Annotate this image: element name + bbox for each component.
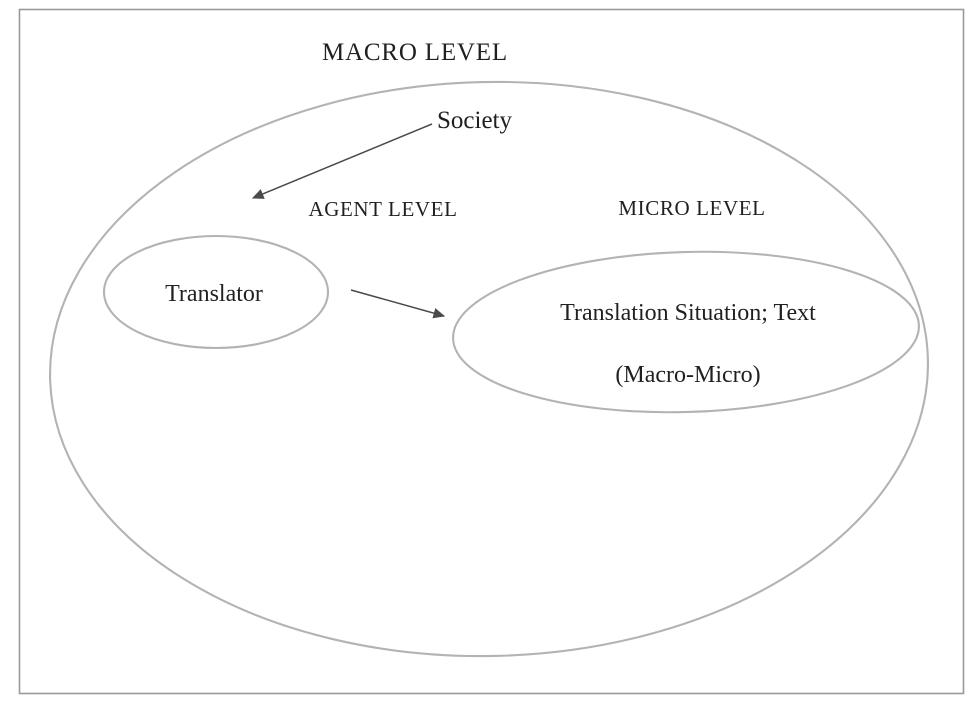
translation-situation-label-line1: Translation Situation; Text	[560, 300, 816, 326]
society-to-agent-arrow	[251, 123, 433, 199]
translator-to-situation-arrow	[350, 289, 446, 319]
micro-level-label: MICRO LEVEL	[618, 196, 765, 220]
page-frame	[18, 8, 965, 695]
translator-ellipse	[102, 234, 330, 350]
agent-level-label: AGENT LEVEL	[308, 197, 457, 221]
society-label: Society	[437, 107, 512, 134]
translation-situation-ellipse	[452, 250, 920, 414]
translator-label: Translator	[165, 281, 263, 307]
translation-situation-label-line2: (Macro-Micro)	[615, 362, 760, 388]
macro-level-title: MACRO LEVEL	[322, 39, 508, 66]
macro-level-ellipse	[49, 80, 929, 658]
